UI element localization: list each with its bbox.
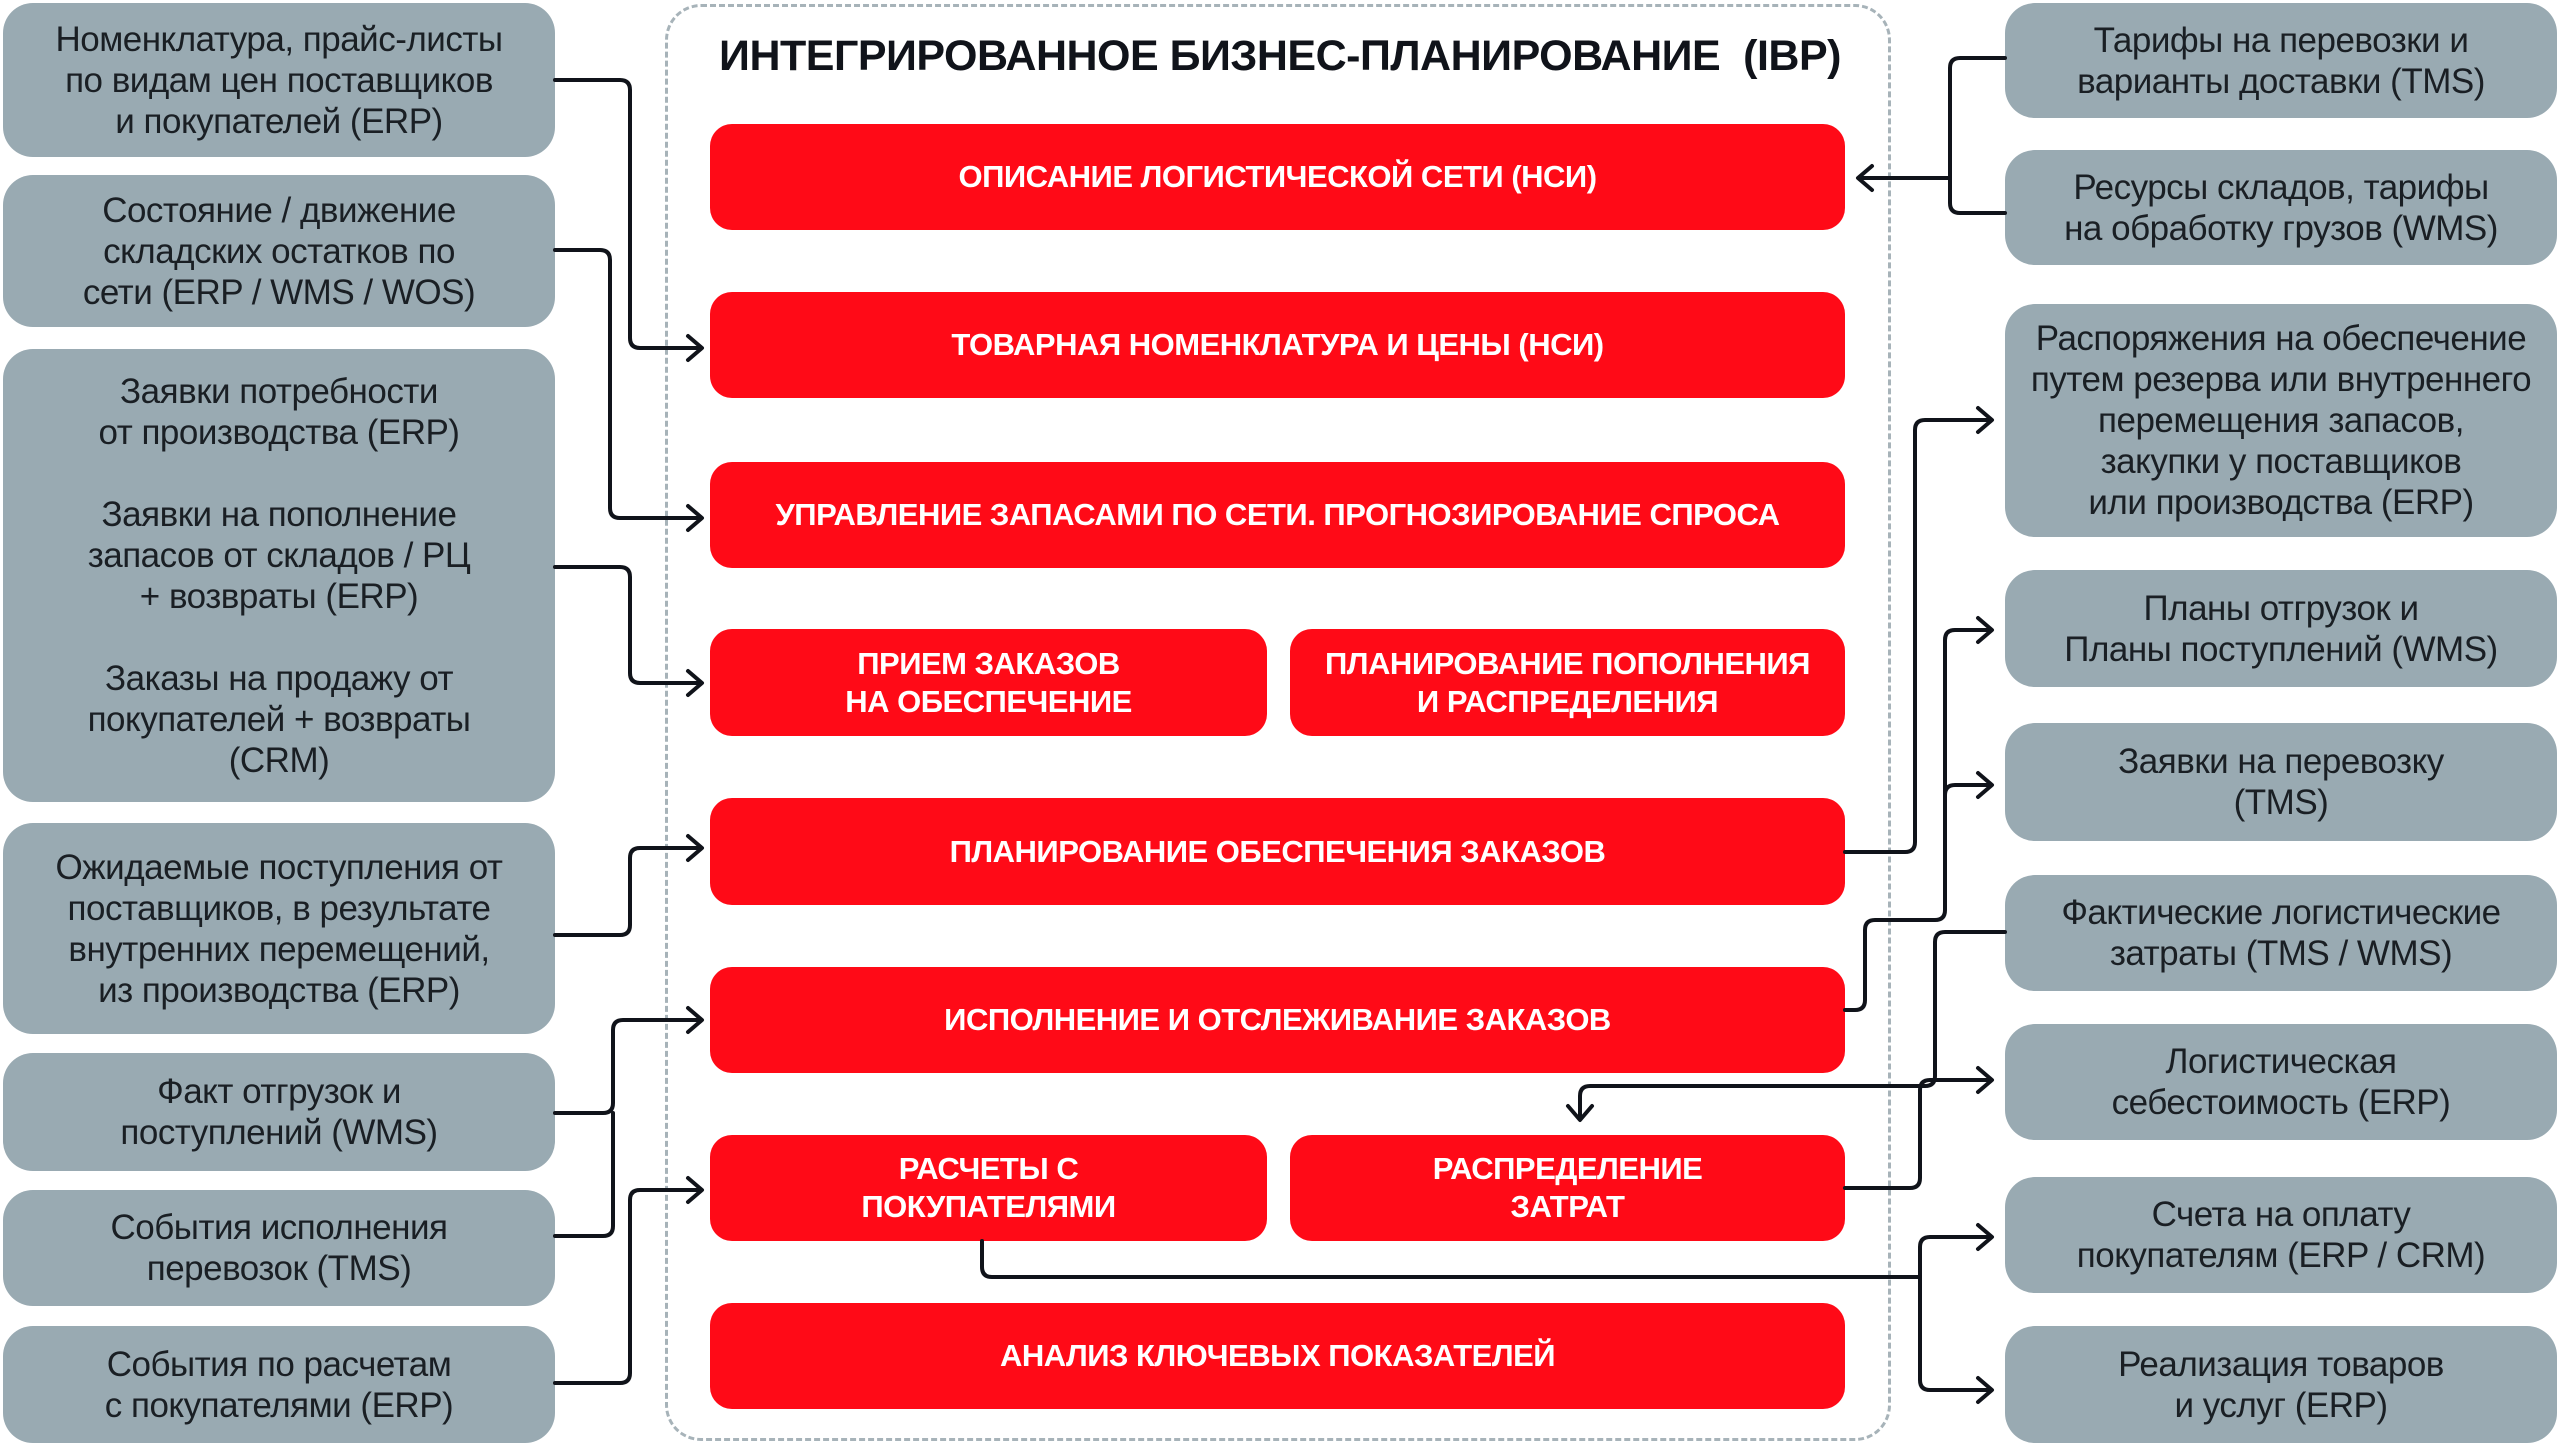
process-label: УПРАВЛЕНИЕ ЗАПАСАМИ ПО СЕТИ. ПРОГНОЗИРОВ… xyxy=(775,497,1781,532)
process-replenishment-planning: ПЛАНИРОВАНИЕ ПОПОЛНЕНИЯ И РАСПРЕДЕЛЕНИЯ xyxy=(1290,629,1845,736)
process-label: ТОВАРНАЯ НОМЕНКЛАТУРА И ЦЕНЫ (НСИ) xyxy=(951,327,1604,362)
process-cost-allocation: РАСПРЕДЕЛЕНИЕ ЗАТРАТ xyxy=(1290,1135,1845,1241)
input-shipment-facts: Факт отгрузок и поступлений (WMS) xyxy=(3,1053,555,1171)
process-label: АНАЛИЗ КЛЮЧЕВЫХ ПОКАЗАТЕЛЕЙ xyxy=(999,1338,1556,1373)
process-order-fulfillment-planning: ПЛАНИРОВАНИЕ ОБЕСПЕЧЕНИЯ ЗАКАЗОВ xyxy=(710,798,1845,905)
process-order-execution: ИСПОЛНЕНИЕ И ОТСЛЕЖИВАНИЕ ЗАКАЗОВ xyxy=(710,967,1845,1073)
output-transport-requests: Заявки на перевозку (TMS) xyxy=(2005,723,2557,841)
process-label: РАСЧЕТЫ С ПОКУПАТЕЛЯМИ xyxy=(861,1151,1116,1224)
process-label: ПЛАНИРОВАНИЕ ОБЕСПЕЧЕНИЯ ЗАКАЗОВ xyxy=(949,833,1606,869)
process-label: ПЛАНИРОВАНИЕ ПОПОЛНЕНИЯ И РАСПРЕДЕЛЕНИЯ xyxy=(1325,645,1810,719)
input-production-requests: Заявки потребности от производства (ERP) xyxy=(98,371,460,452)
input-transport-events: События исполнения перевозок (TMS) xyxy=(3,1190,555,1306)
input-stock-movements: Состояние / движение складских остатков … xyxy=(3,175,555,327)
process-label: ПРИЕМ ЗАКАЗОВ НА ОБЕСПЕЧЕНИЕ xyxy=(845,645,1132,719)
output-label: Счета на оплату покупателям (ERP / CRM) xyxy=(2076,1195,2486,1275)
process-kpi-analysis: АНАЛИЗ КЛЮЧЕВЫХ ПОКАЗАТЕЛЕЙ xyxy=(710,1303,1845,1409)
output-supply-orders: Распоряжения на обеспечение путем резерв… xyxy=(2005,304,2557,537)
output-label: Распоряжения на обеспечение путем резерв… xyxy=(2030,319,2532,522)
output-shipment-plans: Планы отгрузок и Планы поступлений (WMS) xyxy=(2005,570,2557,687)
input-orders-group: Заявки потребности от производства (ERP)… xyxy=(3,349,555,802)
process-logistics-network: ОПИСАНИЕ ЛОГИСТИЧЕСКОЙ СЕТИ (НСИ) xyxy=(710,124,1845,230)
output-customer-invoices: Счета на оплату покупателям (ERP / CRM) xyxy=(2005,1177,2557,1293)
process-product-catalog: ТОВАРНАЯ НОМЕНКЛАТУРА И ЦЕНЫ (НСИ) xyxy=(710,292,1845,398)
process-label: РАСПРЕДЕЛЕНИЕ ЗАТРАТ xyxy=(1432,1151,1703,1224)
diagram-title: ИНТЕГРИРОВАННОЕ БИЗНЕС-ПЛАНИРОВАНИЕ (IBP… xyxy=(719,31,1841,80)
input-label: Факт отгрузок и поступлений (WMS) xyxy=(120,1072,438,1152)
output-label: Заявки на перевозку (TMS) xyxy=(2118,742,2444,822)
input-label: События исполнения перевозок (TMS) xyxy=(110,1208,448,1288)
output-label: Фактические логистические затраты (TMS /… xyxy=(2061,893,2501,973)
output-warehouse-resources: Ресурсы складов, тарифы на обработку гру… xyxy=(2005,150,2557,265)
input-label: Состояние / движение складских остатков … xyxy=(82,190,476,312)
output-sales-realization: Реализация товаров и услуг (ERP) xyxy=(2005,1326,2557,1443)
process-order-intake: ПРИЕМ ЗАКАЗОВ НА ОБЕСПЕЧЕНИЕ xyxy=(710,629,1267,736)
input-label: Номенклатура, прайс-листы по видам цен п… xyxy=(55,19,503,141)
process-label: ОПИСАНИЕ ЛОГИСТИЧЕСКОЙ СЕТИ (НСИ) xyxy=(958,159,1597,194)
output-label: Тарифы на перевозки и варианты доставки … xyxy=(2077,20,2485,101)
process-customer-settlements: РАСЧЕТЫ С ПОКУПАТЕЛЯМИ xyxy=(710,1135,1267,1241)
input-settlement-events: События по расчетам с покупателями (ERP) xyxy=(3,1326,555,1443)
output-actual-logistics-costs: Фактические логистические затраты (TMS /… xyxy=(2005,875,2557,991)
output-logistics-cost-price: Логистическая себестоимость (ERP) xyxy=(2005,1024,2557,1140)
arrow-tariffs-to-network xyxy=(1948,56,2007,215)
process-inventory-management: УПРАВЛЕНИЕ ЗАПАСАМИ ПО СЕТИ. ПРОГНОЗИРОВ… xyxy=(710,462,1845,568)
output-label: Ресурсы складов, тарифы на обработку гру… xyxy=(2064,167,2498,248)
input-replenishment-requests: Заявки на пополнение запасов от складов … xyxy=(87,494,471,616)
input-label: События по расчетам с покупателями (ERP) xyxy=(104,1344,454,1425)
output-label: Логистическая себестоимость (ERP) xyxy=(2111,1042,2451,1122)
input-catalog-pricelists: Номенклатура, прайс-листы по видам цен п… xyxy=(3,3,555,157)
process-label: ИСПОЛНЕНИЕ И ОТСЛЕЖИВАНИЕ ЗАКАЗОВ xyxy=(944,1002,1611,1037)
output-label: Планы отгрузок и Планы поступлений (WMS) xyxy=(2064,588,2498,669)
output-label: Реализация товаров и услуг (ERP) xyxy=(2118,1344,2444,1425)
input-label: Ожидаемые поступления от поставщиков, в … xyxy=(55,847,503,1010)
input-sales-orders: Заказы на продажу от покупателей + возвр… xyxy=(87,658,471,780)
input-expected-receipts: Ожидаемые поступления от поставщиков, в … xyxy=(3,823,555,1034)
output-transport-tariffs: Тарифы на перевозки и варианты доставки … xyxy=(2005,3,2557,118)
